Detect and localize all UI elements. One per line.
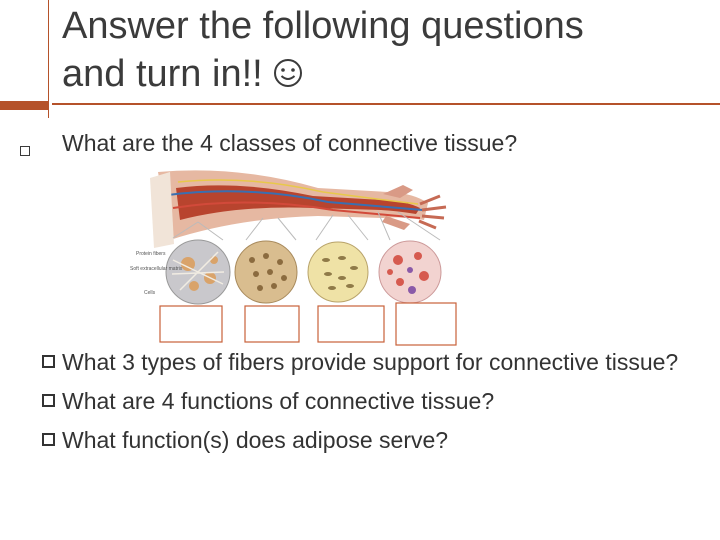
title-line-1: Answer the following questions (62, 5, 584, 47)
tissue-circle-2 (234, 240, 298, 304)
checkbox-bullet-icon (42, 355, 55, 368)
list-item: What 3 types of fibers provide support f… (42, 346, 718, 378)
question-1: What are the 4 classes of connective tis… (62, 130, 518, 156)
connective-tissue-illustration: Protein fibers Soft extracellular matrix… (130, 170, 457, 346)
tissue-circle-3 (307, 241, 369, 303)
smiley-face-icon (273, 52, 303, 100)
answer-box-3[interactable] (317, 305, 385, 343)
tissue-circle-1 (165, 239, 231, 305)
accent-rule-line (52, 103, 720, 105)
checkbox-bullet-icon (42, 433, 55, 446)
arm-illustration (150, 170, 447, 248)
tissue-circle-4 (378, 240, 442, 304)
figure-label-protein-fibers: Protein fibers (136, 251, 166, 257)
title-line-2-wrap: and turn in!! (62, 50, 702, 100)
list-item: What are 4 functions of connective tissu… (42, 385, 718, 417)
answer-box-4[interactable] (395, 302, 457, 346)
title-line-2: and turn in!! (62, 53, 263, 95)
question-text: What function(s) does adipose serve? (62, 427, 449, 453)
accent-vertical-line (48, 0, 49, 118)
checkbox-bullet-icon (42, 394, 55, 407)
hollow-square-bullet-icon (20, 146, 30, 156)
answer-boxes (159, 302, 457, 346)
list-item: What function(s) does adipose serve? (42, 424, 718, 456)
callout-lines (172, 211, 441, 241)
answer-box-2[interactable] (244, 305, 300, 343)
slide-title: Answer the following questions and turn … (62, 2, 702, 100)
question-list: What 3 types of fibers provide support f… (42, 346, 718, 463)
question-text: What 3 types of fibers provide support f… (62, 349, 679, 375)
figure-label-cells: Cells (144, 290, 156, 296)
figure-label-matrix: Soft extracellular matrix (130, 266, 183, 272)
answer-box-1[interactable] (159, 305, 223, 343)
accent-bar-left (0, 101, 48, 110)
question-text: What are 4 functions of connective tissu… (62, 388, 495, 414)
